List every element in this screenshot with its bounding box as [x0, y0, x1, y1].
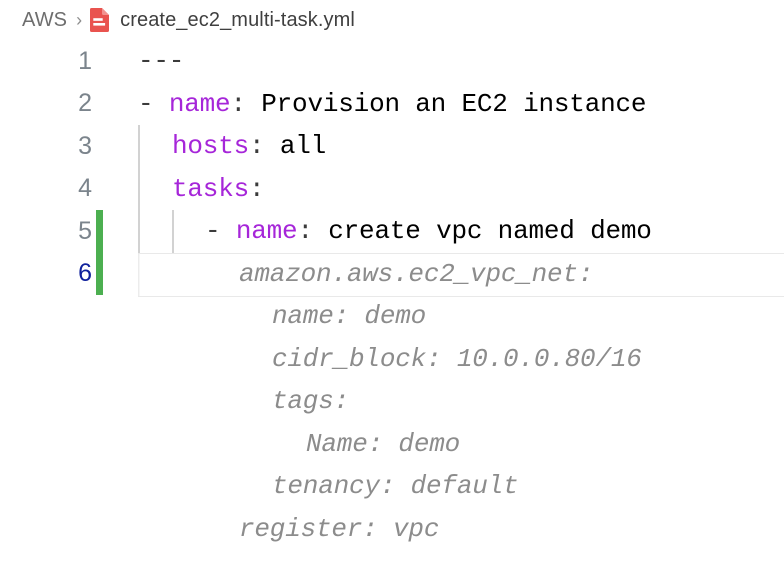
code-lines-container[interactable]: 1 --- 2 - name: Provision an EC2 instance 3 h…	[0, 40, 784, 295]
line-number: 3	[78, 131, 92, 160]
breadcrumb-root[interactable]: AWS	[22, 8, 68, 31]
token-key: name	[168, 88, 231, 119]
token-punct: -	[138, 88, 169, 119]
token-value: Provision an EC2 instance	[261, 88, 647, 119]
line-number: 4	[78, 174, 92, 203]
code-line[interactable]: 5 - name: create vpc named demo	[0, 210, 784, 253]
yaml-file-icon	[90, 8, 110, 32]
token-key: name	[235, 216, 298, 246]
token-key: hosts	[172, 131, 250, 161]
token-key: tasks	[172, 173, 250, 204]
code-line-text[interactable]: - name: Provision an EC2 instance	[138, 83, 647, 126]
token-punct: :	[249, 131, 280, 161]
breadcrumb-file-name[interactable]: create_ec2_multi-task.yml	[120, 8, 355, 31]
inline-suggestion-line[interactable]: register: vpc	[0, 508, 784, 551]
token-punct: :	[297, 216, 329, 246]
token-punct: :	[230, 88, 262, 119]
code-line-text[interactable]: - name: create vpc named demo	[205, 210, 652, 253]
code-line[interactable]: 4 tasks:	[0, 168, 784, 211]
line-number: 5	[78, 216, 92, 245]
token-punct: :	[249, 173, 265, 204]
line-number: 2	[78, 89, 92, 118]
token-ghost: amazon.aws.ec2_vpc_net:	[239, 258, 594, 289]
token-punct: -	[205, 216, 236, 246]
inline-suggestion-text: tags:	[272, 386, 350, 416]
code-line-text[interactable]: amazon.aws.ec2_vpc_net:	[239, 253, 593, 296]
inline-suggestion-line[interactable]: tags:	[0, 380, 784, 423]
inline-suggestion-line[interactable]: name: demo	[0, 295, 784, 338]
code-editor[interactable]: 1 --- 2 - name: Provision an EC2 instance 3 h…	[0, 40, 784, 562]
inline-suggestion-text: tenancy: default	[272, 471, 519, 501]
breadcrumb: AWS › create_ec2_multi-task.yml	[0, 0, 784, 40]
indent-guide	[138, 125, 140, 295]
inline-suggestion-line[interactable]: tenancy: default	[0, 465, 784, 508]
inline-suggestion-text: register: vpc	[239, 513, 440, 544]
line-number: 1	[78, 46, 92, 75]
token-value: all	[279, 131, 327, 161]
chevron-right-icon: ›	[76, 9, 83, 30]
git-change-marker	[96, 210, 103, 295]
code-line[interactable]: 3 hosts: all	[0, 125, 784, 168]
code-line-text[interactable]: hosts: all	[172, 125, 326, 168]
code-line[interactable]: 2 - name: Provision an EC2 instance	[0, 83, 784, 126]
code-line[interactable]: 6 amazon.aws.ec2_vpc_net:	[0, 253, 784, 296]
line-number: 6	[78, 259, 92, 288]
inline-suggestion-container[interactable]: name: demo cidr_block: 10.0.0.80/16 tags: N…	[0, 295, 784, 550]
code-line[interactable]: 1 ---	[0, 40, 784, 83]
code-line-text[interactable]: ---	[138, 40, 184, 83]
token-punct: ---	[138, 46, 185, 76]
token-value: create vpc named demo	[328, 216, 652, 246]
code-line-text[interactable]: tasks:	[172, 168, 265, 211]
inline-suggestion-text: name: demo	[272, 301, 427, 331]
inline-suggestion-text: cidr_block: 10.0.0.80/16	[272, 343, 642, 374]
inline-suggestion-line[interactable]: cidr_block: 10.0.0.80/16	[0, 338, 784, 381]
inline-suggestion-line[interactable]: Name: demo	[0, 423, 784, 466]
inline-suggestion-text: Name: demo	[306, 428, 461, 459]
